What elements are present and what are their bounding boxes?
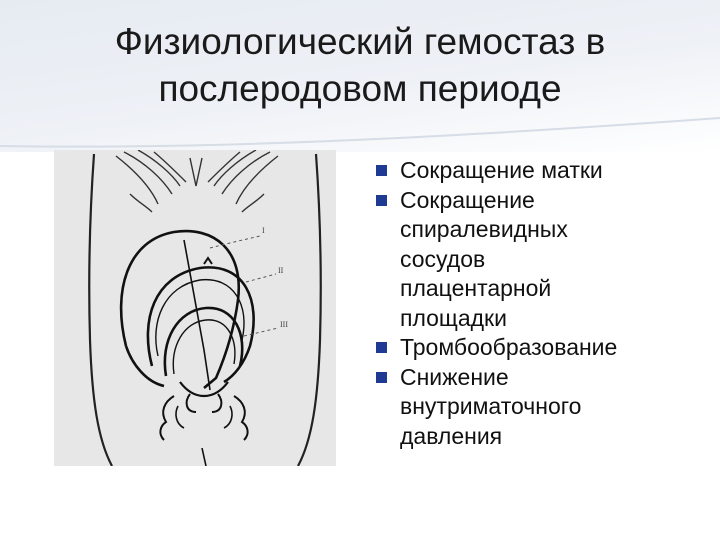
bullet-line: спиралевидных [400, 216, 568, 242]
title-curve-decoration [0, 117, 720, 148]
square-bullet-icon [376, 371, 387, 383]
bullet-item: Тромбообразование [372, 333, 712, 363]
leader-label-1: I [262, 226, 265, 235]
square-bullet-icon [376, 342, 387, 353]
bullet-item: Сокращение спиралевидных сосудов плацент… [372, 186, 712, 334]
bullet-line: плацентарной [400, 275, 552, 301]
bullet-item: Снижение внутриматочного давления [372, 363, 712, 452]
uterus-involution-illustration: I II III [54, 150, 336, 466]
leader-label-2: II [278, 266, 284, 275]
bullet-text: Тромбообразование [400, 334, 618, 360]
slide-title: Физиологический гемостаз в послеродовом … [40, 18, 680, 112]
bullet-line: давления [400, 422, 503, 449]
title-line-1: Физиологический гемостаз в [114, 21, 606, 62]
title-line-2: послеродовом периоде [158, 68, 562, 109]
bullet-item: Сокращение матки [372, 156, 712, 186]
bullet-line: Снижение [400, 363, 509, 390]
bullet-line: сосудов [400, 245, 486, 272]
square-bullet-icon [376, 194, 387, 206]
bullet-line: внутриматочного [400, 393, 582, 419]
bullet-text: Сокращение матки [400, 157, 603, 183]
square-bullet-icon [376, 165, 387, 176]
uterus-drawing [54, 150, 336, 466]
bullet-list: Сокращение матки Сокращение спиралевидны… [372, 156, 712, 451]
bullet-line: Сокращение [400, 186, 535, 213]
leader-label-3: III [280, 320, 288, 329]
bullet-line: площадки [400, 304, 507, 331]
